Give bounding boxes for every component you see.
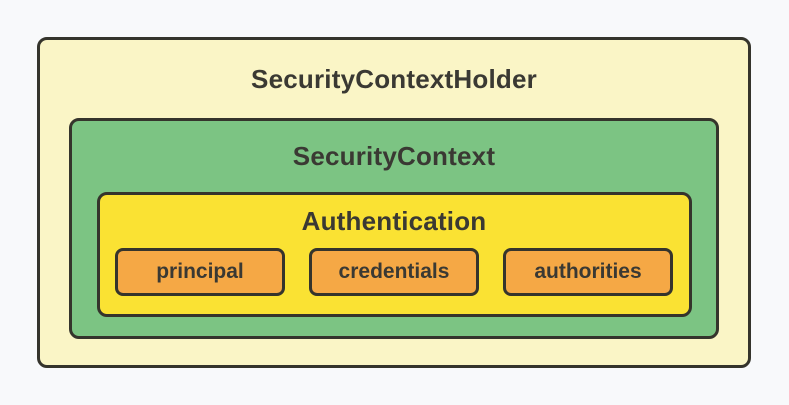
credentials-box: credentials: [309, 248, 479, 296]
security-context-holder-box: SecurityContextHolder SecurityContext Au…: [37, 37, 751, 368]
security-context-box: SecurityContext Authentication principal…: [69, 118, 719, 339]
credentials-label: credentials: [338, 260, 450, 283]
authentication-label: Authentication: [301, 206, 487, 236]
security-context-holder-label: SecurityContextHolder: [251, 63, 537, 94]
authentication-fields-row: principal credentials authorities: [100, 248, 689, 296]
security-context-label: SecurityContext: [292, 141, 496, 171]
authorities-box: authorities: [503, 248, 673, 296]
authentication-box: Authentication principal credentials aut…: [96, 192, 692, 317]
principal-box: principal: [115, 248, 285, 296]
principal-label: principal: [156, 260, 244, 283]
authorities-label: authorities: [534, 260, 642, 283]
